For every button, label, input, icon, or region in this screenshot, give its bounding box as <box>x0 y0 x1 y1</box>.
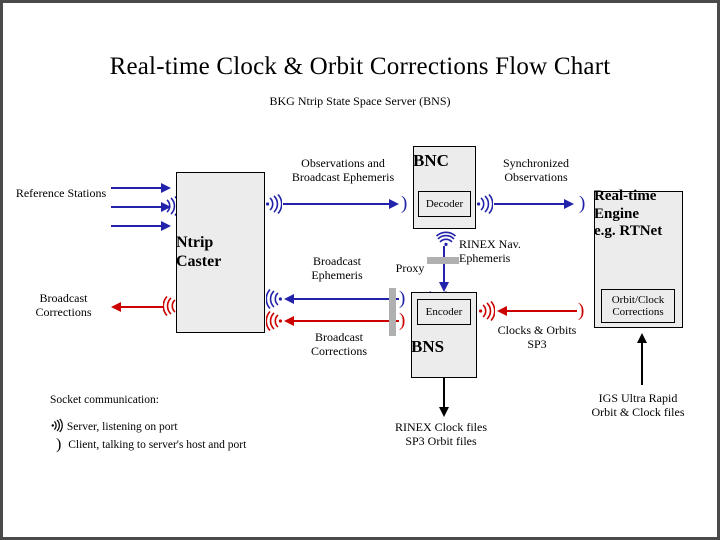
refstation-arrowhead-3 <box>161 221 171 231</box>
broadcast-ephemeris-arrowhead <box>284 294 294 304</box>
socket-client-paren-icon: ) <box>56 436 62 453</box>
legend-row-client: ) Client, talking to server's host and p… <box>56 437 246 453</box>
socket-server-waves-icon <box>265 288 282 310</box>
bns-label: BNS <box>411 337 445 356</box>
broadcast-corrections-left-arrowhead <box>111 302 121 312</box>
label-rinex-nav-ephemeris: RINEX Nav. Ephemeris <box>459 237 521 266</box>
socket-client-paren-icon: ) <box>578 300 585 321</box>
label-clocks-and-orbits-sp3: Clocks & Orbits SP3 <box>497 323 577 352</box>
broadcast-corrections-mid-line <box>294 320 399 322</box>
legend-server-label: Server, listening on port <box>66 421 178 433</box>
proxy-bar-horizontal <box>427 257 459 264</box>
label-proxy: Proxy <box>395 261 425 275</box>
rinex-clock-files-arrowhead <box>439 407 449 417</box>
ntrip-caster-box[interactable] <box>176 172 265 333</box>
label-igs-ultra-rapid: IGS Ultra Rapid Orbit & Clock files <box>591 391 685 420</box>
label-reference-stations: Reference Stations <box>15 186 107 200</box>
rinex-nav-line <box>443 246 445 286</box>
refstation-arrowhead-2 <box>161 202 171 212</box>
ntrip-caster-label: Ntrip Caster <box>176 234 222 270</box>
igs-ultra-rapid-line <box>641 343 643 385</box>
legend-title: Socket communication: <box>50 394 159 406</box>
broadcast-corrections-left-line <box>121 306 163 308</box>
socket-client-paren-icon: ) <box>401 193 408 214</box>
socket-server-waves-icon <box>265 310 282 332</box>
orbit-clock-corrections-box[interactable]: Orbit/Clock Corrections <box>601 289 675 323</box>
label-broadcast-corrections-left: Broadcast Corrections <box>35 291 92 320</box>
label-rinex-clock-files: RINEX Clock files SP3 Orbit files <box>395 420 487 449</box>
refstation-arrowhead-1 <box>161 183 171 193</box>
refstation-line-2 <box>111 206 163 208</box>
rinex-nav-arrowhead <box>439 282 449 292</box>
bnc-decoder-box[interactable]: Decoder <box>418 191 471 217</box>
socket-server-waves-icon <box>479 300 496 322</box>
label-observations-and-broadcast-ephemeris: Observations and Broadcast Ephemeris <box>291 156 395 185</box>
label-broadcast-ephemeris: Broadcast Ephemeris <box>311 254 363 283</box>
bns-encoder-box[interactable]: Encoder <box>417 299 471 325</box>
label-synchronized-observations: Synchronized Observations <box>503 156 569 185</box>
socket-client-paren-icon: ) <box>399 288 406 309</box>
broadcast-ephemeris-line <box>294 298 399 300</box>
real-time-engine-label: Real-time Engine e.g. RTNet <box>594 188 663 240</box>
label-broadcast-corrections-mid: Broadcast Corrections <box>311 330 367 359</box>
refstation-line-3 <box>111 225 163 227</box>
igs-ultra-rapid-arrowhead <box>637 333 647 343</box>
observations-arrowhead <box>389 199 399 209</box>
rinex-clock-files-line <box>443 378 445 410</box>
page-title: Real-time Clock & Orbit Corrections Flow… <box>109 53 611 80</box>
refstation-line-1 <box>111 187 163 189</box>
observations-line <box>283 203 391 205</box>
synchronized-observations-line <box>494 203 566 205</box>
legend-client-label: Client, talking to server's host and por… <box>68 439 247 451</box>
legend-row-server: Server, listening on port <box>50 418 178 436</box>
broadcast-corrections-mid-arrowhead <box>284 316 294 326</box>
socket-server-waves-icon <box>477 193 494 215</box>
socket-client-paren-icon: ) <box>579 193 586 214</box>
clocks-orbits-line <box>507 310 577 312</box>
proxy-bar-vertical <box>389 288 396 336</box>
synchronized-observations-arrowhead <box>564 199 574 209</box>
socket-server-waves-icon <box>163 195 180 217</box>
page-subtitle: BKG Ntrip State Space Server (BNS) <box>269 94 451 108</box>
socket-server-waves-icon <box>435 231 457 246</box>
socket-server-waves-icon <box>50 418 64 436</box>
socket-client-paren-icon: ) <box>399 310 406 331</box>
clocks-orbits-arrowhead <box>497 306 507 316</box>
bnc-label: BNC <box>413 151 449 170</box>
socket-server-waves-icon <box>266 193 283 215</box>
